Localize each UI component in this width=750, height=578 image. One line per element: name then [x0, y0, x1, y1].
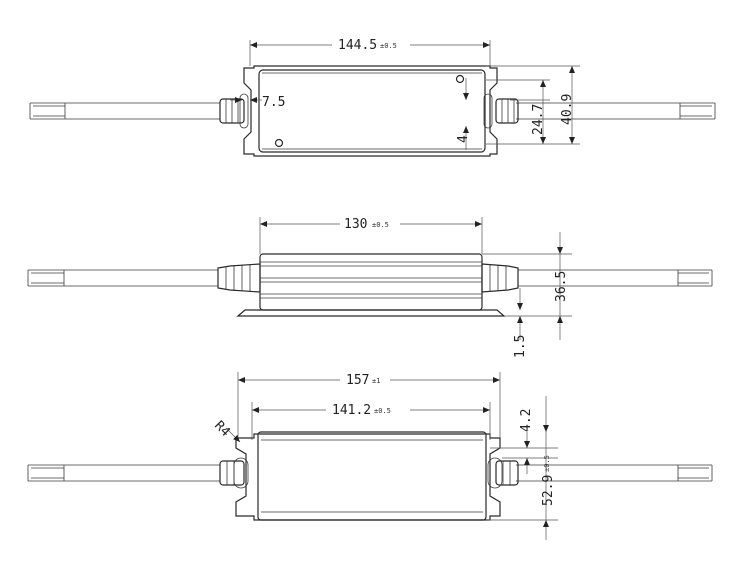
flange-label: 1.5 — [513, 335, 528, 358]
dim-mount-total: 157 ±1 — [237, 372, 501, 438]
top-mounting-plate — [239, 65, 498, 157]
bottom-left-gland — [219, 460, 245, 486]
overall-length-tol: ±0.5 — [380, 42, 397, 50]
bottom-width-label: 52.9 — [541, 475, 556, 506]
bottom-left-cable — [27, 464, 220, 482]
dim-flange: 1.5 — [513, 288, 528, 358]
left-cable-gland — [219, 98, 245, 124]
side-right-cable — [518, 269, 713, 287]
side-flange — [236, 309, 506, 317]
side-body — [236, 253, 506, 317]
overall-length-label: 144.5 — [338, 38, 377, 53]
dim-overall-length: 144.5 ±0.5 — [249, 38, 491, 66]
outer-height-label: 40.9 — [560, 94, 575, 125]
dim-slot-width: 4.2 — [490, 409, 558, 474]
dim-hole-spacing: 141.2 ±0.5 — [251, 402, 491, 440]
slot-height-label: 4 — [456, 135, 471, 143]
bottom-mounting-plate — [233, 433, 503, 521]
left-cable — [29, 102, 220, 120]
dim-bottom-width: 52.9 ±0.5 — [486, 396, 558, 540]
dim-heights: 24.7 40.9 4 — [456, 65, 580, 150]
bottom-body — [257, 431, 487, 521]
right-cable-gland — [495, 98, 519, 124]
side-right-gland — [481, 263, 519, 293]
inner-height-label: 24.7 — [531, 104, 546, 135]
hole-spacing-label: 141.2 — [332, 403, 371, 418]
slot-dim-label: 7.5 — [262, 95, 285, 110]
mounting-hole-icon — [455, 74, 465, 84]
bottom-right-gland — [495, 460, 519, 486]
radius-label: R4 — [211, 418, 233, 440]
side-left-gland — [217, 263, 261, 293]
bottom-right-cable — [516, 464, 713, 482]
mounting-hole-icon — [274, 138, 284, 148]
side-view: 130 ±0.5 36.5 1.5 — [27, 217, 713, 358]
slot-width-label: 4.2 — [519, 409, 534, 432]
top-body — [258, 69, 486, 153]
mount-total-label: 157 — [346, 373, 369, 388]
body-length-tol: ±0.5 — [372, 221, 389, 229]
bottom-view: 157 ±1 141.2 ±0.5 R4 4.2 52.9 — [27, 372, 713, 540]
side-left-cable — [27, 269, 218, 287]
hole-spacing-tol: ±0.5 — [374, 407, 391, 415]
top-view: 144.5 ±0.5 7.5 24.7 40.9 4 — [29, 38, 716, 157]
body-length-label: 130 — [344, 217, 367, 232]
dim-slot: 7.5 — [230, 95, 285, 110]
side-height-label: 36.5 — [554, 271, 569, 302]
dim-body-length: 130 ±0.5 — [259, 217, 483, 254]
dim-side-height: 36.5 — [482, 232, 572, 340]
right-cable — [516, 102, 716, 120]
bottom-width-tol: ±0.5 — [543, 455, 551, 472]
mount-total-tol: ±1 — [372, 377, 380, 385]
